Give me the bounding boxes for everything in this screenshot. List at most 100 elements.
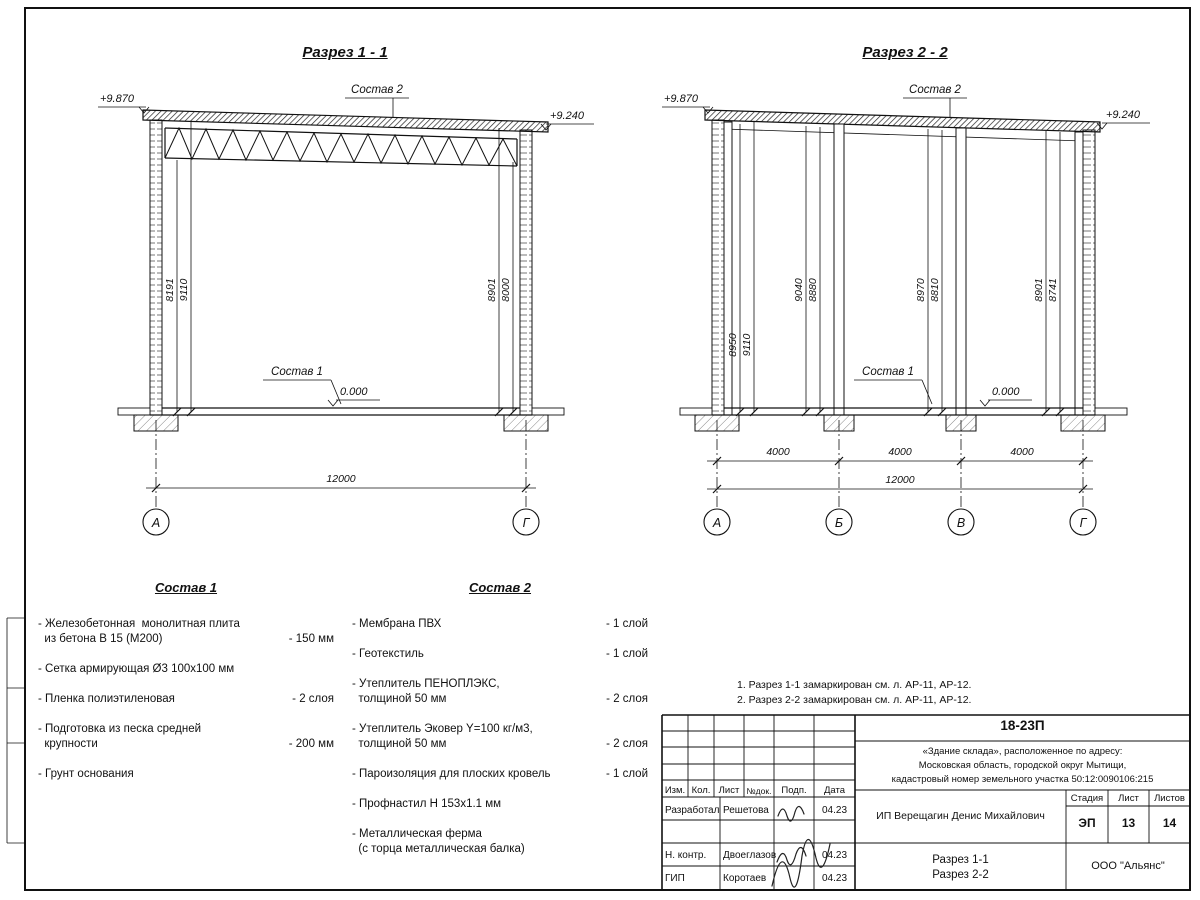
axis-label: Б: [835, 516, 843, 530]
dim-spans: 4000 4000 4000: [707, 446, 1093, 466]
dim-label: 8901: [486, 278, 498, 301]
elevation-mark-icon: +9.240: [1096, 109, 1150, 130]
dim-label: 8741: [1047, 278, 1059, 301]
elevation-mark-icon: +9.870: [662, 93, 714, 114]
column-a: [723, 121, 733, 416]
sostav2-callout: Состав 2: [345, 84, 409, 117]
sostav2-callout: Состав 2: [903, 84, 967, 117]
roof-truss: [164, 126, 518, 167]
axis-label: А: [151, 516, 160, 530]
elevation-value: +9.240: [1106, 109, 1141, 121]
zero-level-mark: 0.000: [327, 386, 380, 407]
dim-label: 4000: [1010, 446, 1034, 458]
signatures: [771, 805, 831, 888]
list-item: - Утеплитель ПЕНОПЛЭКС, толщиной 50 мм -…: [352, 678, 648, 705]
col-header-list: Лист: [718, 785, 740, 796]
role-gip: ГИП: [665, 873, 685, 884]
col-header-kol: Кол.: [691, 785, 711, 796]
note-line: 1. Разрез 1-1 замаркирован см. л. АР-11,…: [737, 679, 972, 691]
section-2-2-drawing: 8950 9110 9040 8880 8970 8810 8901 8741 …: [662, 84, 1150, 536]
list-item: - Грунт основания: [38, 768, 134, 780]
axis-markers: А Г: [142, 420, 540, 536]
column-v: [955, 127, 967, 416]
dim-label: 4000: [766, 446, 790, 458]
callout-label: Состав 2: [351, 84, 403, 96]
customer-name: ИП Верещагин Денис Михайлович: [876, 810, 1045, 822]
list-item: - Пленка полиэтиленовая - 2 слоя: [38, 693, 334, 705]
elevation-value: +9.870: [664, 93, 699, 105]
section-1-1-drawing: 8191 9110 8901 8000 +9.870 +9.240 0.000 …: [98, 84, 594, 536]
signature-gip: [771, 838, 831, 888]
dim-label: 8191: [164, 278, 176, 301]
axis-label: Г: [1080, 516, 1088, 530]
date-gip: 04.23: [821, 873, 848, 884]
left-margin-boxes: [6, 617, 25, 844]
titleblock-grid: [661, 714, 1190, 890]
signature-razrabotal: [777, 805, 805, 822]
list-item: - Подготовка из песка средней крупности …: [38, 723, 334, 750]
dim-label: 4000: [888, 446, 912, 458]
dim-label: 8000: [500, 278, 512, 302]
dim-12000: 12000: [146, 473, 536, 493]
col-header-podp: Подп.: [781, 785, 807, 796]
date-razrabotal: 04.23: [821, 805, 848, 816]
roof-slab: [142, 109, 549, 133]
sheet-frame: [6, 7, 1191, 891]
stage-value: ЭП: [1078, 816, 1096, 830]
project-object: «Здание склада», расположенное по адресу…: [891, 746, 1154, 785]
dim-label: 12000: [885, 474, 914, 486]
wall-left: [149, 119, 163, 416]
axis-label: А: [712, 516, 721, 530]
section-2-2-title: Разрез 2 - 2: [862, 44, 948, 61]
name-razrabotal: Решетова: [723, 805, 769, 816]
project-code: 18-23П: [1000, 718, 1045, 733]
elevation-value: 0.000: [992, 386, 1020, 398]
callout-label: Состав 1: [271, 366, 323, 378]
notes: 1. Разрез 1-1 замаркирован см. л. АР-11,…: [737, 678, 1067, 708]
role-nkontr: Н. контр.: [665, 850, 707, 861]
date-nkontr: 04.23: [821, 850, 848, 861]
sheets-value: 14: [1162, 816, 1177, 830]
elevation-value: +9.240: [550, 110, 585, 122]
dim-label: 9110: [741, 334, 753, 357]
roof-beam: [723, 128, 1084, 142]
dim-12000: 12000: [707, 474, 1093, 494]
list-item: - Металлическая ферма (с торца металличе…: [352, 828, 525, 855]
sostav2-list: Состав 2 - Мембрана ПВХ - 1 слой - Геоте…: [352, 580, 648, 872]
wall-left: [711, 119, 725, 416]
axis-label: Г: [523, 516, 531, 530]
list-item: - Утеплитель Эковер Y=100 кг/м3, толщино…: [352, 723, 648, 750]
sheet-value: 13: [1121, 816, 1136, 830]
callout-label: Состав 1: [862, 366, 914, 378]
col-header-izm: Изм.: [664, 785, 686, 796]
dim-label: 8880: [807, 278, 819, 302]
sheets-label: Листов: [1154, 793, 1185, 804]
elevation-mark-icon: +9.870: [98, 93, 150, 114]
dim-label: 8950: [727, 333, 739, 357]
axis-markers: А Б В Г: [703, 420, 1097, 536]
list-item: - Сетка армирующая Ø3 100х100 мм: [38, 663, 235, 675]
signature-nkontr: [776, 846, 807, 866]
col-header-ndok: №док.: [746, 786, 772, 796]
sostav1-callout: Состав 1: [854, 366, 933, 405]
dim-label: 8970: [915, 278, 927, 302]
vertical-dimensions: 8191 9110 8901 8000: [164, 121, 518, 417]
elevation-value: 0.000: [340, 386, 368, 398]
callout-label: Состав 2: [909, 84, 961, 96]
list-item: - Мембрана ПВХ - 1 слой: [352, 618, 648, 630]
zero-level-mark: 0.000: [979, 386, 1032, 407]
organization-name: ООО "Альянс": [1091, 860, 1165, 872]
dim-label: 8901: [1033, 278, 1045, 301]
sostav1-list: Состав 1 - Железобетонная монолитная пли…: [38, 580, 334, 797]
sheet-label: Лист: [1118, 793, 1139, 804]
role-razrabotal: Разработал: [665, 805, 720, 816]
wall-right: [519, 129, 533, 416]
sostav2-heading: Состав 2: [468, 580, 532, 595]
drawing-title: Разрез 1-1 Разрез 2-2: [932, 854, 989, 881]
stage-label: Стадия: [1070, 793, 1104, 804]
list-item: - Профнастил Н 153х1.1 мм: [352, 798, 502, 810]
name-gip: Коротаев: [723, 873, 767, 884]
elevation-value: +9.870: [100, 93, 135, 105]
